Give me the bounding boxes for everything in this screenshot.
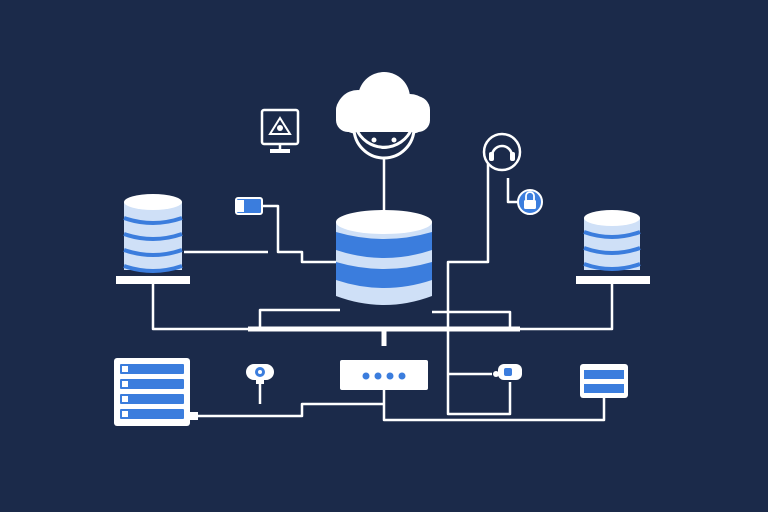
recycle-monitor-icon: [260, 108, 300, 153]
connection-lines: [151, 158, 614, 422]
headset-link: [446, 162, 512, 416]
left-db-link: [151, 284, 248, 331]
connector-icon: [493, 364, 522, 380]
usb-to-db-link: [262, 204, 336, 264]
padlock-icon: [517, 189, 543, 215]
central-db-left-link: [258, 308, 340, 329]
card-icon: [580, 364, 628, 398]
headset-icon: [482, 132, 522, 172]
right-database-icon: [576, 210, 650, 284]
cloud-face-icon: [336, 72, 430, 160]
central-db-right-link: [432, 310, 512, 329]
router-switch-icon: [340, 360, 428, 390]
router-to-rack-link: [196, 402, 384, 418]
webcam-icon: [246, 364, 274, 384]
right-db-link: [520, 284, 614, 331]
central-database-icon: [336, 210, 432, 305]
padlock-link: [506, 178, 520, 204]
left-database-icon: [116, 194, 190, 284]
server-rack-icon: [114, 358, 198, 426]
usb-plug-icon: [235, 197, 263, 215]
